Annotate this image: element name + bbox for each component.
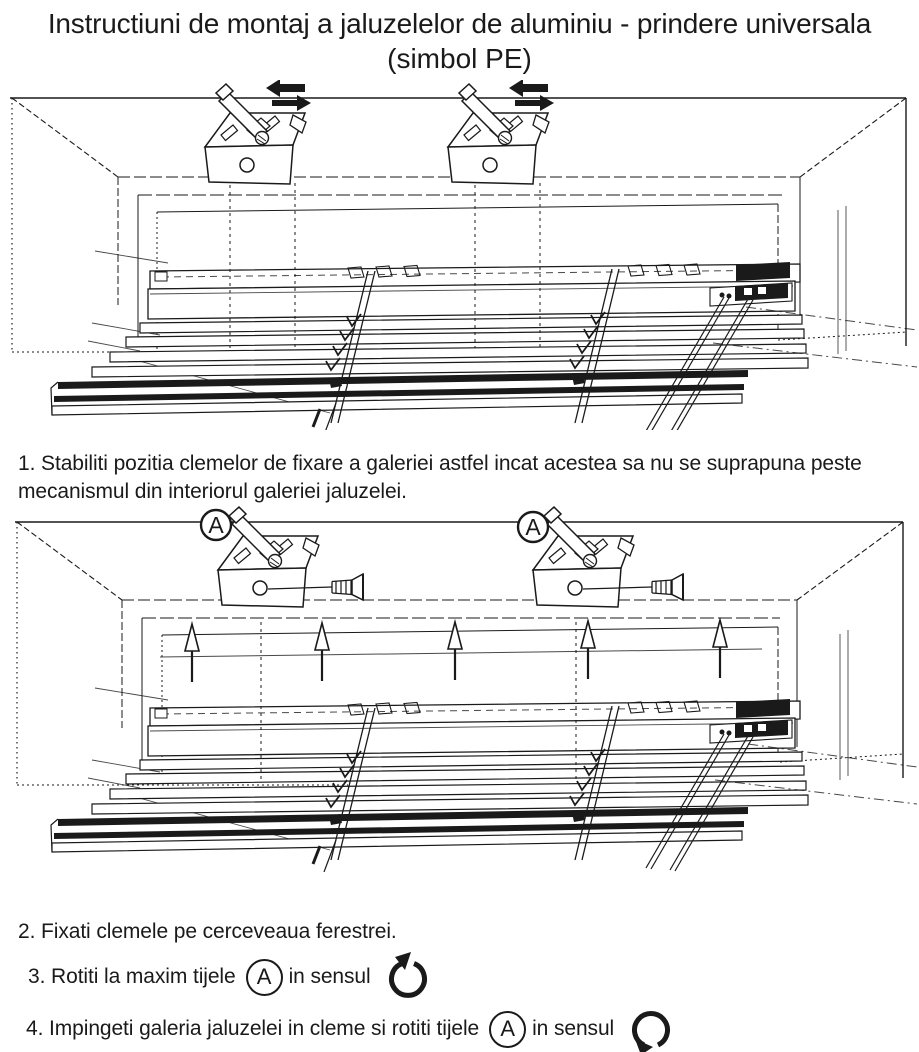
instruction-step2: 2. Fixati clemele pe cerceveaua ferestre… [18,920,397,943]
bracket-label-a: A [516,510,550,544]
title-block: Instructiuni de montaj a jaluzelelor de … [0,6,919,76]
screw-icon [582,572,684,602]
page-subtitle: (simbol PE) [387,43,532,74]
step3-suffix: in sensul [288,965,371,988]
step4-suffix: in sensul [532,1017,615,1040]
instruction-step4: 4. Impingeti galeria jaluzelei in cleme … [26,1003,676,1052]
up-arrows-icon [183,616,729,682]
svg-text:A: A [525,514,541,540]
clockwise-rotation-icon [388,952,427,998]
bracket-label-a: A [199,508,233,542]
projection-lines [229,183,541,348]
page-title: Instructiuni de montaj a jaluzelelor de … [47,8,872,39]
slide-left-right-arrows-icon [266,80,554,111]
instruction-step3: 3. Rotiti la maxim tijele A in sensul [28,950,433,1004]
svg-text:A: A [208,512,224,538]
diagram-step2-figure: A A [15,506,918,872]
step3-text: 3. Rotiti la maxim tijele [28,965,236,988]
screw-icon [267,572,364,602]
diagram-step1-figure [10,80,918,430]
step4-text: 4. Impingeti galeria jaluzelei in cleme … [26,1017,480,1040]
instruction-step1: 1. Stabiliti pozitia clemelor de fixare … [18,452,862,503]
marker-a-badge: A [245,958,283,996]
counterclockwise-rotation-icon [632,1011,671,1052]
marker-a-badge: A [489,1010,527,1048]
